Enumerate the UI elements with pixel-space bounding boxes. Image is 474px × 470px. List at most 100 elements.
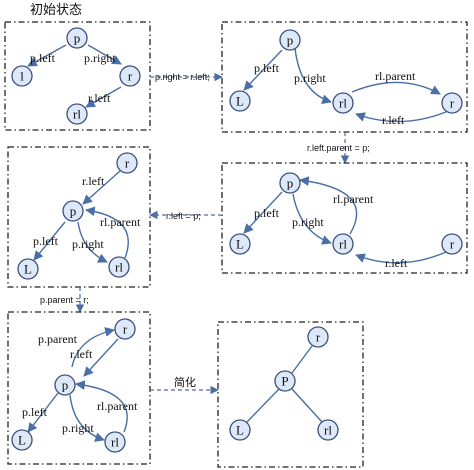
p3-node-p bbox=[279, 172, 301, 194]
p4-node-rl bbox=[108, 256, 130, 278]
p4-node-L-label: L bbox=[24, 262, 32, 277]
p6-node-r-label: r bbox=[316, 330, 321, 345]
p4-edge-p-left bbox=[33, 221, 66, 261]
step-3-label: r.left = p; bbox=[166, 211, 201, 221]
p3-label-p-right: p.right bbox=[292, 215, 324, 229]
p4-node-p-label: p bbox=[70, 204, 77, 219]
p3-node-r-label: r bbox=[450, 237, 455, 252]
p3-node-L-label: L bbox=[236, 237, 244, 252]
p6-node-rl bbox=[317, 419, 339, 441]
p2-node-r-label: r bbox=[450, 96, 455, 111]
p6-node-L bbox=[229, 419, 251, 441]
p6-edge-p-rl bbox=[291, 388, 323, 423]
p5-node-L-label: L bbox=[18, 433, 26, 448]
p4-node-r-label: r bbox=[125, 156, 130, 171]
p3-edge-p-right bbox=[292, 193, 332, 245]
p4-node-p bbox=[62, 200, 84, 222]
p4-edge-r-left bbox=[82, 170, 121, 205]
p4-label-p-left: p.left bbox=[33, 234, 59, 248]
panel-step-3: r p L rl r.left p.left p.right rl.parent bbox=[7, 146, 151, 288]
p5-label-rl-parent: rl.parent bbox=[97, 399, 138, 413]
p3-edge-rl-parent bbox=[299, 176, 358, 235]
p4-node-r bbox=[116, 152, 138, 174]
p3-node-p-label: p bbox=[287, 176, 294, 191]
p1-label-r-left: r.left bbox=[88, 91, 111, 105]
p5-node-L bbox=[11, 429, 33, 451]
panel-step-1: p L rl r p.left p.right rl.parent r.left bbox=[221, 21, 468, 133]
p5-edge-p-parent bbox=[71, 327, 115, 368]
p3-node-rl-label: rl bbox=[339, 237, 347, 252]
p6-edge-r-p bbox=[291, 345, 313, 374]
p5-node-p-label: p bbox=[62, 378, 69, 393]
panel-6-frame bbox=[217, 321, 364, 468]
step-2-label: r.left.parent = p; bbox=[307, 143, 370, 153]
diagram-title: 初始状态 bbox=[30, 3, 82, 18]
p4-label-r-left: r.left bbox=[82, 174, 105, 188]
p4-edge-rl-parent bbox=[85, 206, 129, 259]
p5-label-r-left: r.left bbox=[70, 347, 93, 361]
p5-label-p-parent: p.parent bbox=[38, 332, 78, 346]
p3-label-p-left: p.left bbox=[254, 206, 280, 220]
p2-edge-r-left bbox=[355, 111, 447, 123]
p4-label-p-right: p.right bbox=[72, 237, 104, 251]
panel-step-4: r p L rl p.parent r.left p.left p.right … bbox=[7, 311, 151, 465]
p1-node-rl-label: rl bbox=[73, 107, 81, 122]
p5-edge-p-left bbox=[27, 392, 59, 433]
p2-node-L-label: L bbox=[236, 94, 244, 109]
p5-edge-rl-parent bbox=[75, 380, 128, 433]
p6-node-P-label: P bbox=[281, 374, 288, 389]
p3-node-r bbox=[441, 233, 463, 255]
step-5-label: 简化 bbox=[174, 375, 196, 389]
p2-edge-p-left bbox=[243, 49, 283, 91]
panel-2-frame bbox=[221, 21, 468, 133]
p1-node-l-label: l bbox=[20, 69, 24, 84]
panel-3-frame bbox=[221, 162, 468, 274]
p1-node-r-label: r bbox=[128, 69, 133, 84]
p3-node-L bbox=[229, 233, 251, 255]
step-4-label: p.parent = r; bbox=[40, 295, 89, 305]
p1-label-p-left: p.left bbox=[30, 51, 56, 65]
p2-node-rl bbox=[332, 92, 354, 114]
p3-node-rl bbox=[332, 233, 354, 255]
p2-label-rl-parent: rl.parent bbox=[375, 69, 416, 83]
p4-node-rl-label: rl bbox=[115, 260, 123, 275]
p1-node-r bbox=[119, 65, 141, 87]
p1-node-p bbox=[66, 27, 88, 49]
p3-label-r-left: r.left bbox=[385, 256, 408, 270]
p2-label-p-left: p.left bbox=[254, 61, 280, 75]
p2-node-rl-label: rl bbox=[339, 96, 347, 111]
p5-node-p bbox=[54, 374, 76, 396]
panel-initial: p l r rl p.left p.right r.left bbox=[4, 21, 151, 131]
p5-label-p-left: p.left bbox=[22, 405, 48, 419]
p5-node-r bbox=[114, 318, 136, 340]
p1-edge-r-left bbox=[85, 86, 122, 108]
p6-node-P bbox=[274, 370, 296, 392]
p2-node-r bbox=[441, 92, 463, 114]
panel-step-2: p L rl r p.left p.right rl.parent r.left bbox=[221, 162, 468, 274]
panel-simplified: r P L rl bbox=[217, 321, 364, 468]
p6-node-r bbox=[307, 326, 329, 348]
p3-edge-r-left bbox=[355, 251, 447, 264]
p5-label-p-right: p.right bbox=[62, 421, 94, 435]
p4-label-rl-parent: rl.parent bbox=[100, 215, 141, 229]
panel-5-frame bbox=[7, 311, 151, 465]
p1-label-p-right: p.right bbox=[84, 51, 116, 65]
p2-label-p-right: p.right bbox=[294, 71, 326, 85]
p2-edge-rl-parent bbox=[351, 81, 441, 95]
p3-edge-p-left bbox=[243, 191, 283, 234]
p4-node-L bbox=[17, 258, 39, 280]
p5-node-r-label: r bbox=[123, 322, 128, 337]
p5-edge-p-right bbox=[69, 394, 105, 442]
p1-node-p-label: p bbox=[74, 31, 81, 46]
p2-node-p-label: p bbox=[287, 33, 294, 48]
p6-node-L-label: L bbox=[236, 423, 244, 438]
p1-node-l bbox=[11, 65, 33, 87]
p2-label-r-left: r.left bbox=[382, 113, 405, 127]
p1-node-rl bbox=[66, 103, 88, 125]
p1-edge-p-right bbox=[87, 44, 122, 65]
p2-node-L bbox=[229, 90, 251, 112]
p5-node-rl-label: rl bbox=[111, 435, 119, 450]
p1-edge-p-left bbox=[27, 44, 67, 67]
p5-edge-r-left bbox=[83, 338, 119, 377]
